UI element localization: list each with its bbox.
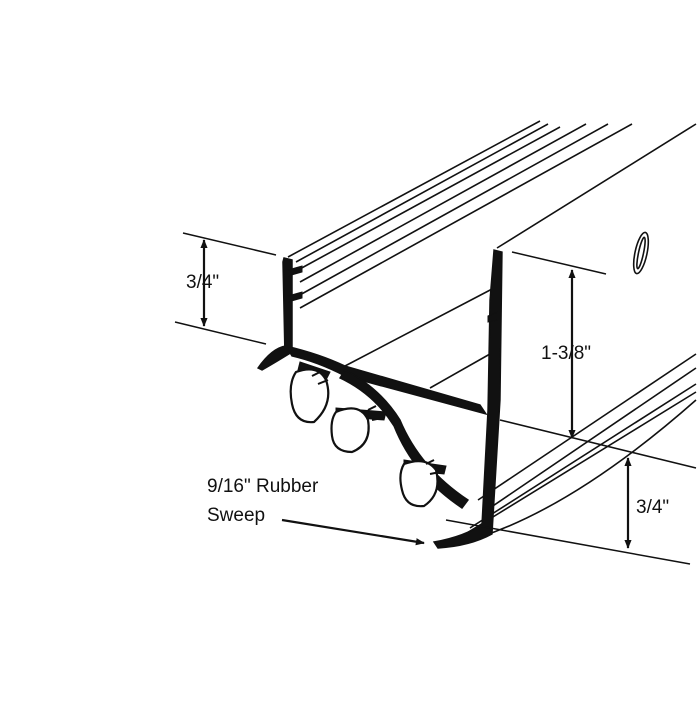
dimension-arrows [200, 239, 632, 549]
rubber-sweep-callout-line2: Sweep [207, 505, 266, 526]
dimension-extensions [174, 232, 697, 565]
sweep-leader-arrow [281, 518, 425, 546]
top-flange-dimension-label: 3/4" [186, 272, 220, 293]
mounting-slot [632, 231, 650, 275]
rubber-sweep-callout-line1: 9/16" Rubber [207, 476, 319, 497]
sweep-profile [256, 249, 503, 549]
bottom-flange-dimension-label: 3/4" [636, 497, 670, 518]
body-height-dimension-label: 1-3/8" [541, 343, 592, 364]
extrusion-lines [287, 120, 697, 546]
